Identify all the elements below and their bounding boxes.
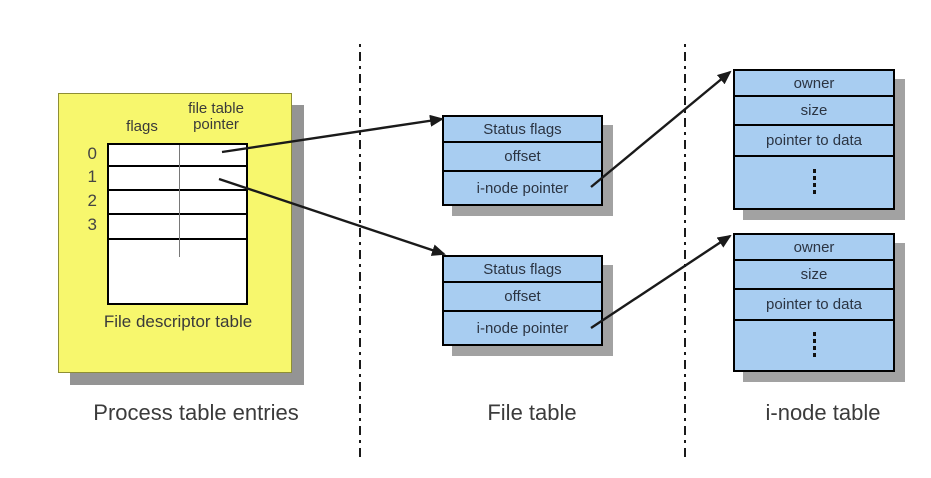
inode-pointer-cell: i-node pointer — [476, 179, 569, 197]
more-fields-cell — [735, 321, 893, 368]
fd-column-divider — [179, 145, 180, 257]
process-table-caption: Process table entries — [93, 400, 299, 425]
fd-row-label-2: 2 — [87, 191, 97, 210]
file-table-entry-2: Status flags offset i-node pointer — [442, 255, 603, 346]
file-table-caption: File table — [487, 400, 577, 425]
inode-entry-2: owner size pointer to data — [733, 233, 895, 372]
arrow-filetable1-to-inode1 — [590, 70, 732, 188]
file-table-entry-1: Status flags offset i-node pointer — [442, 115, 603, 206]
offset-cell: offset — [444, 143, 601, 172]
pointer-to-data-cell: pointer to data — [735, 126, 893, 157]
fd-row-label-3: 3 — [87, 215, 97, 234]
status-flags-cell: Status flags — [444, 117, 601, 143]
fd-row-label-0: 0 — [87, 144, 97, 163]
vertical-ellipsis-icon — [812, 332, 816, 357]
file-descriptor-table — [107, 143, 248, 305]
fd-row-3 — [109, 215, 246, 240]
flags-column-header: flags — [126, 118, 158, 135]
pointer-to-data-cell: pointer to data — [735, 290, 893, 321]
size-cell: size — [735, 97, 893, 126]
size-cell: size — [735, 261, 893, 290]
owner-cell: owner — [735, 71, 893, 97]
fd-row-label-1: 1 — [87, 167, 97, 186]
fd-row-1 — [109, 167, 246, 191]
file-table-pointer-column-header: file table pointer — [188, 100, 244, 133]
fd-row-2 — [109, 191, 246, 215]
fd-table-headers: flags file table pointer — [96, 99, 256, 139]
more-fields-cell — [735, 157, 893, 206]
offset-cell: offset — [444, 283, 601, 312]
inode-table-caption: i-node table — [765, 400, 881, 425]
fd-rows-remaining — [109, 240, 246, 303]
owner-cell: owner — [735, 235, 893, 261]
vertical-ellipsis-icon — [812, 169, 816, 194]
fd-table-caption: File descriptor table — [103, 312, 253, 331]
inode-entry-1: owner size pointer to data — [733, 69, 895, 210]
fd-row-0 — [109, 145, 246, 167]
arrow-filetable2-to-inode2 — [590, 234, 732, 330]
status-flags-cell: Status flags — [444, 257, 601, 283]
inode-pointer-cell: i-node pointer — [476, 319, 569, 337]
